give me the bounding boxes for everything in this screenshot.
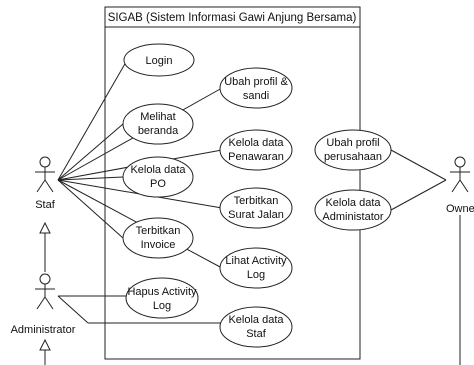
use-case-ubah-profil-perusahaan-line2: perusahaan [324, 151, 382, 163]
system-boundary: SIGAB (Sistem Informasi Gawi Anjung Bers… [104, 6, 361, 360]
actor-staf: Staf [35, 156, 56, 211]
generalization-admin-to-staf [39, 221, 51, 272]
use-case-ubah-profil-perusahaan: Ubah profil perusahaan [314, 129, 392, 171]
use-case-kelola-staf: Kelola data Staf [219, 306, 293, 348]
use-case-kelola-penawaran-line1: Kelola data [228, 137, 284, 149]
use-case-terbitkan-invoice-line1: Terbitkan [136, 225, 181, 237]
use-case-terbitkan-invoice: Terbitkan Invoice [122, 217, 194, 259]
use-case-kelola-po-line1: Kelola data [130, 164, 186, 176]
administrator-associations [57, 295, 222, 324]
use-case-melihat-beranda: Melihat beranda [122, 103, 194, 145]
use-case-lihat-activity-log: Lihat Activity Log [219, 247, 293, 289]
use-case-ubah-profil-perusahaan-line1: Ubah profil [326, 137, 379, 149]
actor-staf-label: Staf [35, 199, 56, 211]
use-case-kelola-po: Kelola data PO [122, 156, 194, 198]
owner-associations [390, 149, 447, 211]
use-case-kelola-penawaran-line2: Penawaran [228, 151, 284, 163]
system-title: SIGAB (Sistem Informasi Gawi Anjung Bers… [108, 12, 357, 24]
use-case-kelola-staf-line1: Kelola data [228, 314, 284, 326]
use-case-ubah-profil-sandi-line2: sandi [243, 90, 269, 102]
use-case-kelola-po-line2: PO [150, 178, 166, 190]
use-case-kelola-administator-line2: Administator [322, 211, 383, 223]
use-case-login: Login [123, 43, 195, 77]
use-case-lihat-activity-log-line2: Log [247, 269, 265, 281]
actor-owner: Owne [446, 156, 474, 215]
use-case-terbitkan-surat-jalan-line2: Surat Jalan [228, 209, 284, 221]
use-case-kelola-staf-line2: Staf [246, 328, 267, 340]
use-case-lihat-activity-log-line1: Lihat Activity [225, 255, 287, 267]
use-case-kelola-administator: Kelola data Administator [314, 189, 392, 231]
use-case-melihat-beranda-line1: Melihat [140, 111, 175, 123]
use-case-hapus-activity-log-line2: Log [153, 300, 171, 312]
use-case-ubah-profil-sandi-line1: Ubah profil & [224, 76, 288, 88]
actor-administrator-label: Administrator [11, 324, 76, 336]
use-case-melihat-beranda-line2: beranda [138, 125, 179, 137]
use-case-terbitkan-surat-jalan: Terbitkan Surat Jalan [219, 187, 293, 229]
actor-administrator: Administrator [11, 273, 76, 336]
use-case-hapus-activity-log-line1: Hapus Activity [127, 286, 197, 298]
use-case-hapus-activity-log: Hapus Activity Log [125, 277, 199, 319]
use-case-kelola-administator-line1: Kelola data [325, 197, 381, 209]
use-case-terbitkan-surat-jalan-line1: Terbitkan [234, 195, 279, 207]
use-case-kelola-penawaran: Kelola data Penawaran [219, 129, 293, 171]
generalization-below-admin [39, 338, 51, 365]
use-case-ubah-profil-sandi: Ubah profil & sandi [219, 67, 293, 109]
use-case-terbitkan-invoice-line2: Invoice [141, 239, 176, 251]
use-case-login-label: Login [146, 55, 173, 67]
actor-owner-label: Owne [446, 203, 474, 215]
